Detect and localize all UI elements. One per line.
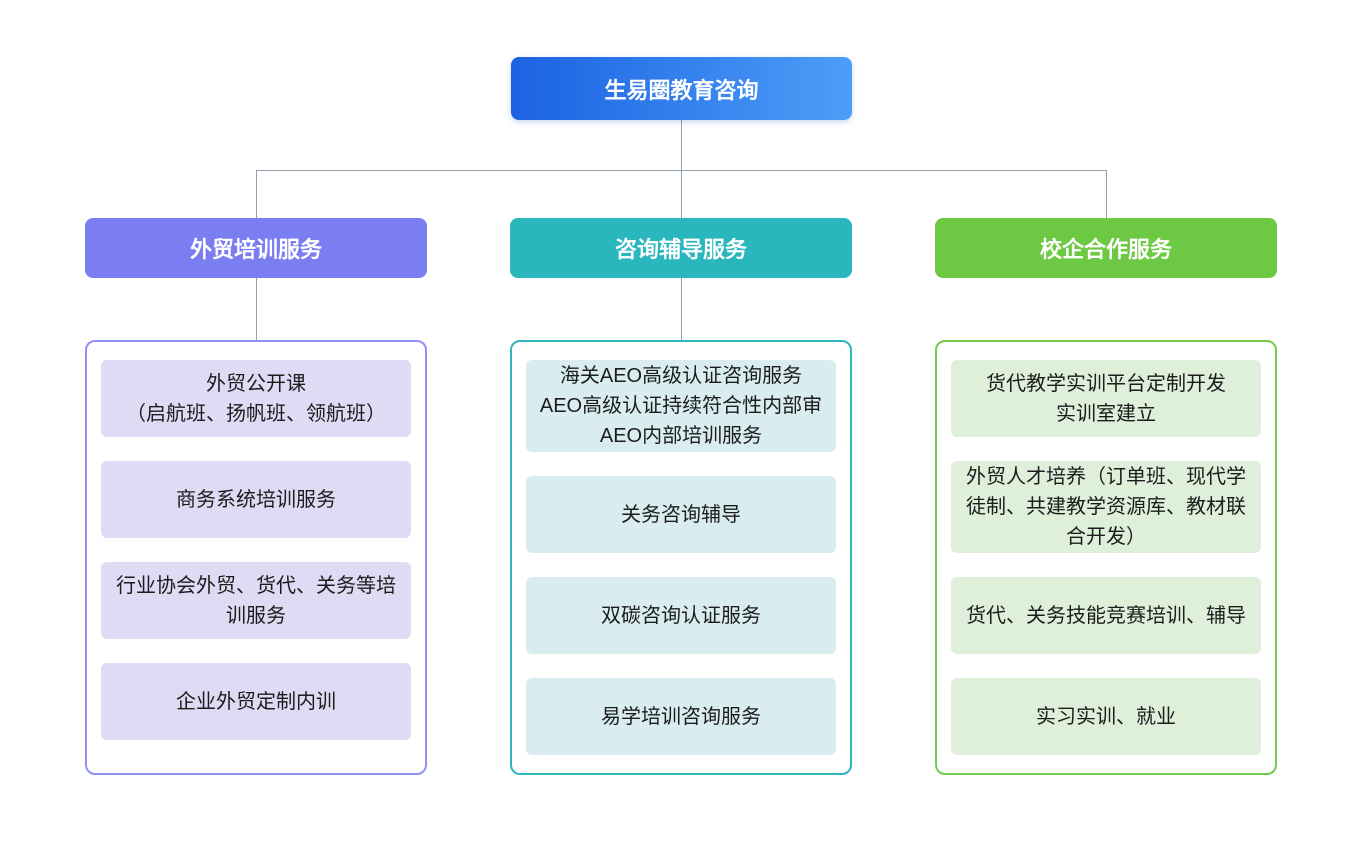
connector-drop-branch-2 — [681, 170, 682, 218]
connector-header-box-2 — [681, 278, 682, 340]
connector-root-down — [681, 120, 682, 170]
branch-header-label: 校企合作服务 — [1039, 237, 1172, 262]
leaf-item: 易学培训咨询服务 — [526, 678, 836, 755]
leaf-item: 实习实训、就业 — [951, 678, 1261, 755]
leaf-item: 行业协会外贸、货代、关务等培训服务 — [101, 562, 411, 639]
branch-header-xiaoqi-hezuo: 校企合作服务 — [935, 218, 1277, 278]
leaf-item: 外贸公开课 （启航班、扬帆班、领航班） — [101, 360, 411, 437]
leaf-item: 货代、关务技能竞赛培训、辅导 — [951, 577, 1261, 654]
leaf-item: 企业外贸定制内训 — [101, 663, 411, 740]
leaf-item: 海关AEO高级认证咨询服务 AEO高级认证持续符合性内部审 AEO内部培训服务 — [526, 360, 836, 452]
root-node-label: 生易圈教育咨询 — [604, 77, 759, 103]
leaf-item: 商务系统培训服务 — [101, 461, 411, 538]
leaf-item: 双碳咨询认证服务 — [526, 577, 836, 654]
connector-header-box-1 — [256, 278, 257, 340]
branch-box-zixun-fudao: 海关AEO高级认证咨询服务 AEO高级认证持续符合性内部审 AEO内部培训服务 … — [510, 340, 852, 775]
leaf-item: 外贸人才培养（订单班、现代学徒制、共建教学资源库、教材联合开发） — [951, 461, 1261, 553]
root-node: 生易圈教育咨询 — [511, 57, 852, 120]
branch-box-xiaoqi-hezuo: 货代教学实训平台定制开发 实训室建立 外贸人才培养（订单班、现代学徒制、共建教学… — [935, 340, 1277, 775]
branch-header-waimao-peixun: 外贸培训服务 — [85, 218, 427, 278]
leaf-item: 货代教学实训平台定制开发 实训室建立 — [951, 360, 1261, 437]
branch-box-waimao-peixun: 外贸公开课 （启航班、扬帆班、领航班） 商务系统培训服务 行业协会外贸、货代、关… — [85, 340, 427, 775]
leaf-item: 关务咨询辅导 — [526, 476, 836, 553]
branch-header-label: 外贸培训服务 — [189, 237, 322, 262]
branch-header-zixun-fudao: 咨询辅导服务 — [510, 218, 852, 278]
connector-drop-branch-1 — [256, 170, 257, 218]
branch-header-label: 咨询辅导服务 — [614, 237, 747, 262]
connector-drop-branch-3 — [1106, 170, 1107, 218]
